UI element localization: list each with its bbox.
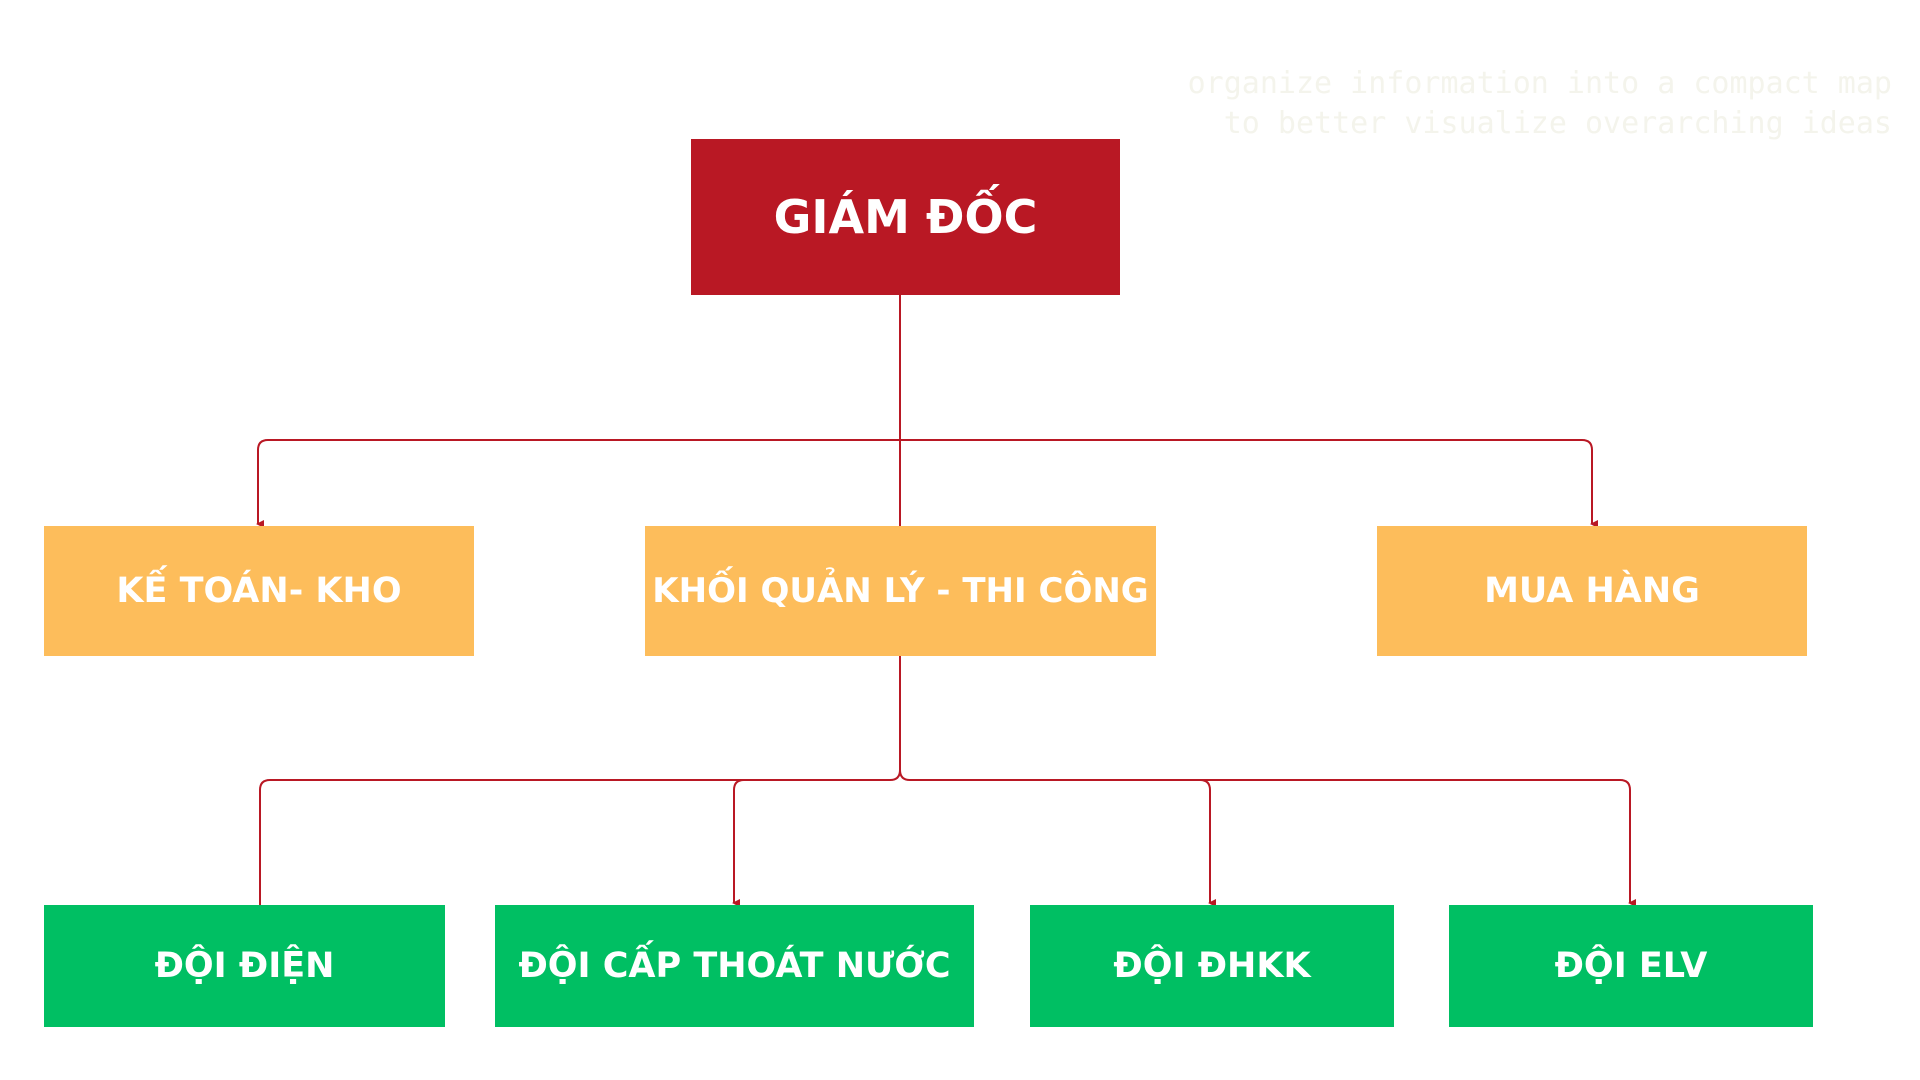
node-department-mua-hang: MUA HÀNG	[1377, 526, 1807, 656]
faint-text-line-1: organize information into a compact map	[1187, 66, 1892, 101]
node-director-label: GIÁM ĐỐC	[773, 190, 1038, 244]
node-director: GIÁM ĐỐC	[691, 139, 1120, 295]
connector-to-doi-elv	[1200, 779, 1636, 907]
connector-middle-trunk	[889, 656, 901, 781]
node-team-label: ĐỘI ELV	[1554, 946, 1708, 986]
node-team-label: ĐỘI ĐIỆN	[154, 946, 335, 986]
connector-to-doi-cap-thoat-nuoc	[732, 779, 890, 907]
node-team-doi-dhkk: ĐỘI ĐHKK	[1030, 905, 1394, 1027]
node-department-label: MUA HÀNG	[1484, 571, 1700, 611]
faint-background-text: organize information into a compact map …	[1188, 64, 1892, 144]
node-department-label: KẾ TOÁN- KHO	[116, 571, 402, 611]
faint-text-line-2: to better visualize overarching ideas	[1223, 106, 1892, 141]
node-team-doi-dien: ĐỘI ĐIỆN	[44, 905, 445, 1027]
connector-to-doi-dhkk	[899, 769, 1216, 907]
node-department-khoi-quan-ly-thi-cong: KHỐI QUẢN LÝ - THI CÔNG	[645, 526, 1156, 656]
node-team-doi-elv: ĐỘI ELV	[1449, 905, 1813, 1027]
node-team-doi-cap-thoat-nuoc: ĐỘI CẤP THOÁT NƯỚC	[495, 905, 974, 1027]
connector-to-ke-toan-kho	[256, 439, 900, 528]
node-team-label: ĐỘI ĐHKK	[1113, 946, 1311, 986]
node-department-ke-toan-kho: KẾ TOÁN- KHO	[44, 526, 474, 656]
connector-to-doi-dien	[259, 779, 890, 905]
node-department-label: KHỐI QUẢN LÝ - THI CÔNG	[652, 571, 1149, 611]
node-team-label: ĐỘI CẤP THOÁT NƯỚC	[518, 946, 951, 986]
connector-to-mua-hang	[900, 439, 1598, 528]
